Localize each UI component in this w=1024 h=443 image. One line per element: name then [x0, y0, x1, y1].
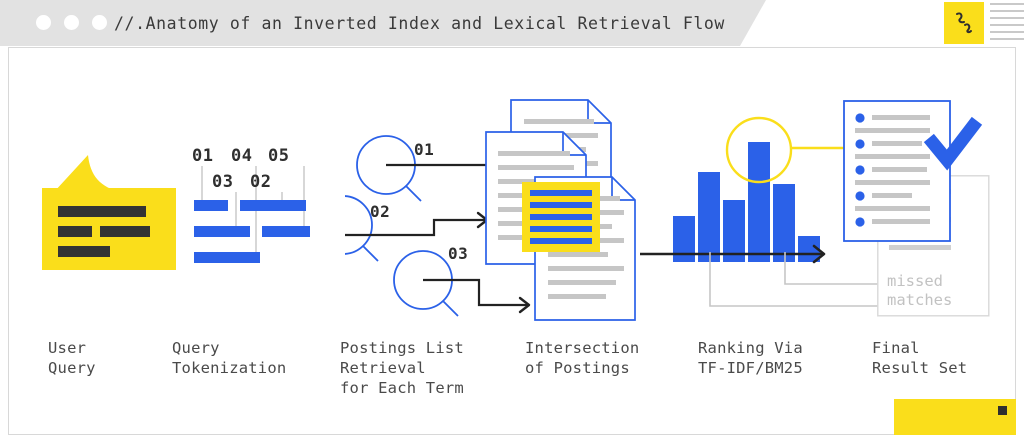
- final-result-card: [843, 100, 983, 242]
- caption-postings-retrieval: Postings List Retrieval for Each Term: [340, 339, 464, 397]
- window-dot-close[interactable]: [36, 15, 51, 30]
- footer-accent-square: [998, 406, 1007, 415]
- page-title: //.Anatomy of an Inverted Index and Lexi…: [114, 14, 725, 33]
- ranking-flow-arrow: [640, 244, 826, 264]
- magnifier-icon-02: [345, 195, 373, 255]
- caption-user-query: User Query: [48, 339, 96, 377]
- document-stack-graphic: [485, 99, 636, 321]
- scribble-badge: [944, 2, 984, 44]
- highlight-connector-line: [790, 146, 848, 150]
- user-query-bubble-icon: [42, 155, 176, 270]
- checkmark-icon: [923, 116, 983, 171]
- token-number-04: 04: [231, 146, 253, 166]
- caption-intersection: Intersection of Postings: [525, 339, 640, 377]
- ranking-bar-chart: [673, 116, 820, 262]
- window-dot-minimize[interactable]: [64, 15, 79, 30]
- token-number-05: 05: [268, 146, 290, 166]
- retrieval-step-number-02: 02: [370, 202, 391, 221]
- caption-final-results: Final Result Set: [872, 339, 968, 377]
- token-number-01: 01: [192, 146, 214, 166]
- result-bullets: [855, 113, 930, 227]
- caption-query-tokenization: Query Tokenization: [172, 339, 287, 377]
- window-dot-maximize[interactable]: [92, 15, 107, 30]
- window-titlebar: [0, 0, 766, 46]
- scribble-icon: [956, 12, 972, 34]
- token-number-03: 03: [212, 172, 234, 192]
- missed-matches-connectors: [709, 252, 895, 307]
- chart-bars: [673, 142, 820, 262]
- retrieval-step-number-03: 03: [448, 244, 469, 263]
- token-number-02: 02: [250, 172, 272, 192]
- badge-stripe-lines: [990, 0, 1024, 44]
- missed-matches-label: missed matches: [887, 272, 953, 309]
- footer-accent-bar: [894, 399, 1016, 435]
- tokenization-graphic: [194, 166, 310, 263]
- intersection-highlight: [522, 182, 600, 252]
- caption-ranking: Ranking Via TF-IDF/BM25: [698, 339, 803, 377]
- retrieval-step-number-01: 01: [414, 140, 435, 159]
- highlight-circle-icon: [725, 116, 793, 184]
